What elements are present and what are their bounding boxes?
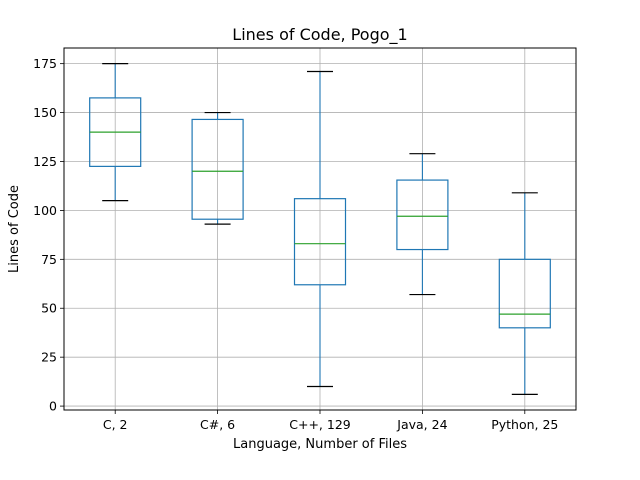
y-axis-ticks: 0 25 50 75 100 125 150 175 <box>33 56 64 414</box>
iqr-box <box>191 118 244 220</box>
x-tick-label: Python, 25 <box>491 417 558 432</box>
y-tick-label: 125 <box>33 154 57 169</box>
y-axis-label: Lines of Code <box>7 185 22 273</box>
iqr-box <box>498 258 551 329</box>
box-3 <box>293 70 347 388</box>
y-tick-label: 0 <box>49 399 57 414</box>
y-tick-label: 50 <box>41 301 57 316</box>
x-tick-label: Java, 24 <box>396 417 447 432</box>
y-tick-label: 75 <box>41 252 57 267</box>
box-2 <box>191 111 244 225</box>
iqr-box <box>293 198 347 286</box>
iqr-box <box>396 179 449 251</box>
y-tick-label: 100 <box>33 203 57 218</box>
chart-title: Lines of Code, Pogo_1 <box>232 25 407 45</box>
box-4 <box>396 153 449 296</box>
y-tick-label: 150 <box>33 105 57 120</box>
box-series <box>89 63 551 395</box>
y-tick-label: 175 <box>33 56 57 71</box>
x-axis-ticks: C, 2 C#, 6 C++, 129 Java, 24 Python, 25 <box>103 410 558 432</box>
x-tick-label: C, 2 <box>103 417 128 432</box>
x-tick-label: C++, 129 <box>289 417 351 432</box>
x-axis-label: Language, Number of Files <box>233 437 407 452</box>
box-5 <box>498 192 551 395</box>
box-1 <box>89 63 142 202</box>
y-tick-label: 25 <box>41 350 57 365</box>
x-tick-label: C#, 6 <box>200 417 235 432</box>
